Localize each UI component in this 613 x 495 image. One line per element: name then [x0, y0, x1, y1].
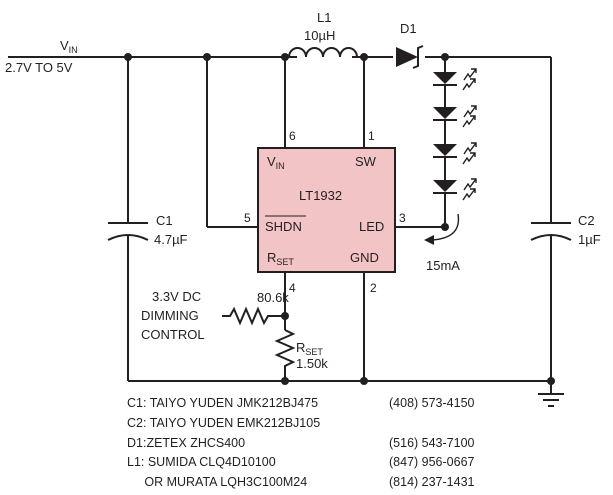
- led-3: [433, 142, 477, 165]
- supply-label-main: V: [60, 38, 69, 53]
- pin-rset-label-sub: SET: [276, 257, 294, 267]
- parts-row-3-desc: D1:ZETEX ZHCS400: [127, 436, 245, 450]
- dimming-line3: CONTROL: [141, 327, 205, 342]
- ic-part-number: LT1932: [299, 188, 342, 203]
- led-current-arrow: 15mA: [424, 213, 460, 273]
- rset-label-sub: SET: [305, 347, 323, 357]
- dimming-resistor: [222, 306, 285, 326]
- pin-4-number: 4: [289, 281, 296, 295]
- parts-row-4-desc: L1: SUMIDA CLQ4D10100: [127, 455, 276, 469]
- pin-led-label: LED: [359, 219, 384, 234]
- parts-row-3-phone: (516) 543-7100: [389, 436, 475, 450]
- ic-lt1932: LT1932 VIN SW SHDN LED RSET GND 6 1 5 3 …: [244, 129, 406, 295]
- diode-ref: D1: [400, 21, 417, 36]
- led-string: [395, 57, 477, 228]
- dimming-line1: 3.3V DC: [152, 289, 201, 304]
- rset-network: [222, 272, 296, 381]
- pin-vin-label-main: V: [267, 154, 276, 169]
- rset-resistor: [274, 329, 296, 381]
- diode-d1: D1: [396, 21, 424, 69]
- pin-vin-label-sub: IN: [276, 161, 285, 171]
- parts-row-5-phone: (814) 237-1431: [389, 475, 475, 489]
- c1-value: 4.7µF: [154, 232, 188, 247]
- svg-text:VIN: VIN: [60, 38, 78, 55]
- pin-sw-label: SW: [355, 154, 377, 169]
- parts-row-5-desc: OR MURATA LQH3C100M24: [127, 475, 307, 489]
- capacitor-c2: C2 1µF: [530, 57, 601, 381]
- svg-text:VIN: VIN: [267, 154, 285, 171]
- pin-6-number: 6: [289, 129, 296, 143]
- pin-1-number: 1: [368, 129, 375, 143]
- parts-row-1-phone: (408) 573-4150: [389, 396, 475, 410]
- parts-row-1-desc: C1: TAIYO YUDEN JMK212BJ475: [127, 396, 318, 410]
- supply-label-sub: IN: [69, 45, 78, 55]
- junction-dots: [124, 53, 555, 385]
- pin-2-number: 2: [370, 281, 377, 295]
- svg-text:RSET: RSET: [296, 340, 323, 357]
- c2-ref: C2: [578, 213, 595, 228]
- led-4: [433, 178, 477, 201]
- inductor-l1: L1 10µH: [288, 10, 358, 58]
- inductor-value: 10µH: [304, 28, 335, 43]
- ic-body: [257, 147, 396, 273]
- pin-5-number: 5: [244, 211, 251, 225]
- supply-label: VIN 2.7V TO 5V: [5, 38, 78, 75]
- led-2: [433, 105, 477, 128]
- rset-value: 1.50k: [296, 356, 328, 371]
- led-1: [433, 68, 477, 91]
- led-current-label: 15mA: [426, 258, 460, 273]
- parts-list: C1: TAIYO YUDEN JMK212BJ475 (408) 573-41…: [127, 396, 475, 489]
- c1-ref: C1: [156, 213, 173, 228]
- pin-gnd-label: GND: [350, 250, 379, 265]
- dimming-control-label: 3.3V DC DIMMING CONTROL: [141, 289, 205, 342]
- inductor-ref: L1: [317, 10, 331, 25]
- parts-row-4-phone: (847) 956-0667: [389, 455, 475, 469]
- pin-3-number: 3: [399, 211, 406, 225]
- dimming-resistor-value: 80.6k: [257, 290, 289, 305]
- parts-row-2-desc: C2: TAIYO YUDEN EMK212BJ105: [127, 416, 320, 430]
- c2-value: 1µF: [578, 232, 601, 247]
- dimming-line2: DIMMING: [141, 308, 199, 323]
- pin-rset-label-main: R: [267, 250, 276, 265]
- capacitor-c1: C1 4.7µF: [107, 57, 188, 381]
- pin-shdn-label: SHDN: [265, 219, 302, 234]
- rset-label-main: R: [296, 340, 305, 355]
- supply-range: 2.7V TO 5V: [5, 60, 73, 75]
- svg-text:RSET: RSET: [267, 250, 294, 267]
